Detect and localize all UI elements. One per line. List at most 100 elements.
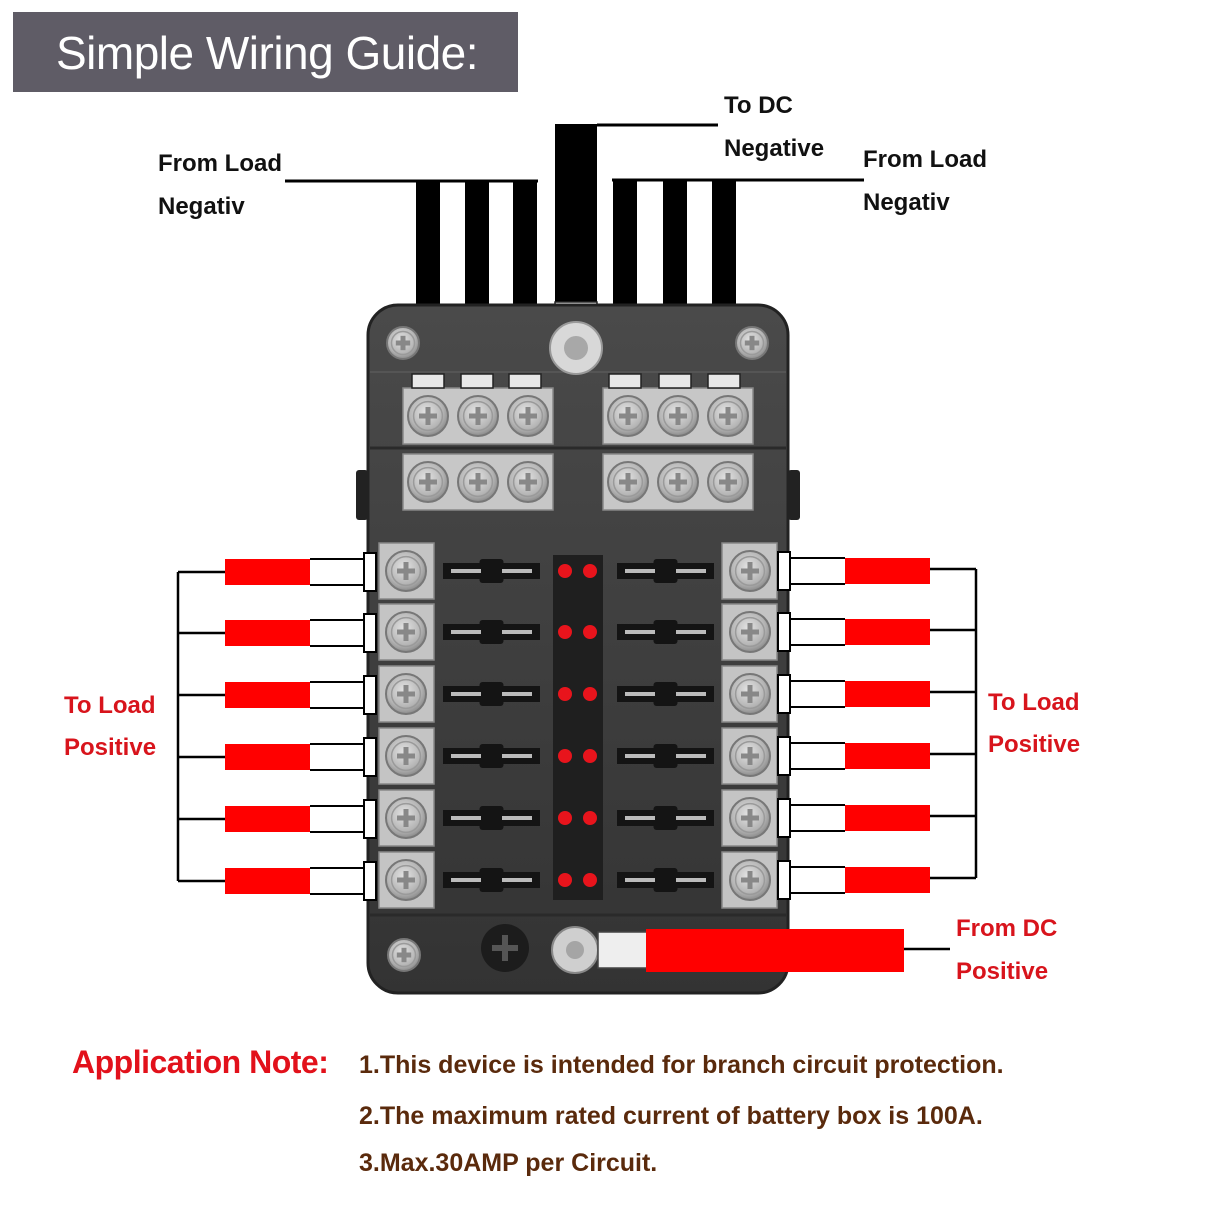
terminal-screw-icon [457,395,499,437]
screw-rim [734,864,766,896]
fuse-slot [617,868,714,892]
wire-connector [777,798,791,838]
positive-load-wire [225,744,310,770]
fuse-slot [443,559,540,583]
dc-positive-stud [551,926,599,974]
led-indicator [558,873,572,887]
led-indicator [558,749,572,763]
screw-slot-v [525,473,531,491]
fuse-slot [443,868,540,892]
label-from-dc-positive-line2: Positive [956,958,1049,985]
wire-clamp [707,373,741,389]
wire-clamp [460,373,494,389]
label-to-load-positive-left-line2: Positive [64,734,157,761]
fuse-slot-center [479,806,504,830]
led-indicator [583,625,597,639]
terminal-screw-icon [385,673,427,715]
screw-slot-v [747,623,753,641]
fuse-slot-center [653,806,678,830]
wire-connector [777,860,791,900]
dc-positive-wire [646,929,904,972]
fuse-slot [617,559,714,583]
led-indicator [558,687,572,701]
screw-slot-v [475,407,481,425]
title-banner [13,12,518,92]
screw-slot-v [403,623,409,641]
terminal-screw-icon [729,797,771,839]
fuse-slot-center [653,868,678,892]
fuse-contact [625,630,655,634]
plug-slot [502,935,508,961]
screw-slot-v [675,407,681,425]
led-indicator [558,564,572,578]
negative-load-wire [663,181,687,326]
screw-slot-v [403,562,409,580]
fuse-slot-center [653,682,678,706]
led-indicator [583,687,597,701]
terminal-screw-icon [657,461,699,503]
screw-slot-v [725,407,731,425]
fuse-slot-center [479,744,504,768]
led-indicator [558,625,572,639]
terminal-screw-icon [607,395,649,437]
screw-slot-v [747,685,753,703]
positive-load-wire [845,867,930,893]
wire-connector [363,552,377,592]
wire-connector [363,861,377,901]
positive-load-wire [225,806,310,832]
negative-load-wire [712,181,736,326]
screw-slot-v [725,473,731,491]
label-to-load-positive-right-line2: Positive [988,731,1081,758]
fuse-contact [502,692,532,696]
mount-screw-icon [735,326,769,360]
positive-load-wire [845,558,930,584]
screw-rim [412,400,444,432]
screw-slot-v [425,407,431,425]
wire-clamp [508,373,542,389]
terminal-screw-icon [729,859,771,901]
screw-slot-v [400,335,406,351]
terminal-screw-icon [385,735,427,777]
fuse-slot-center [653,559,678,583]
screw-rim [739,330,765,356]
cover-plug-icon [481,924,529,972]
terminal-screw-icon [729,611,771,653]
screw-rim [612,466,644,498]
screw-rim [712,400,744,432]
screw-slot-v [403,809,409,827]
fuse-contact [625,816,655,820]
fuse-contact [451,630,481,634]
fuse-contact [502,878,532,882]
fuse-contact [625,569,655,573]
screw-rim [734,555,766,587]
screw-slot-v [525,407,531,425]
terminal-screw-icon [729,735,771,777]
led-indicator [583,873,597,887]
positive-load-wire [845,743,930,769]
wire-clamp [608,373,642,389]
wire-connector [363,737,377,777]
fuse-slot-center [653,620,678,644]
screw-slot-v [625,407,631,425]
side-clip-left [356,470,368,520]
fuse-contact [676,754,706,758]
negative-load-wire [613,181,637,326]
fuse-contact [625,878,655,882]
wire-connector [777,612,791,652]
screw-rim [512,400,544,432]
fuse-contact [451,754,481,758]
terminal-screw-icon [507,395,549,437]
mount-screw-icon [387,938,421,972]
fuse-slot [443,620,540,644]
label-from-load-negative-left-line2: Negativ [158,193,245,220]
application-note-item-3: 3.Max.30AMP per Circuit. [359,1149,658,1177]
screw-slot-v [403,871,409,889]
screw-slot-v [747,809,753,827]
screw-rim [390,555,422,587]
fuse-contact [676,878,706,882]
fuse-contact [502,630,532,634]
fuse-contact [502,569,532,573]
terminal-screw-icon [385,859,427,901]
positive-load-wire [845,619,930,645]
fuse-slot-center [653,744,678,768]
